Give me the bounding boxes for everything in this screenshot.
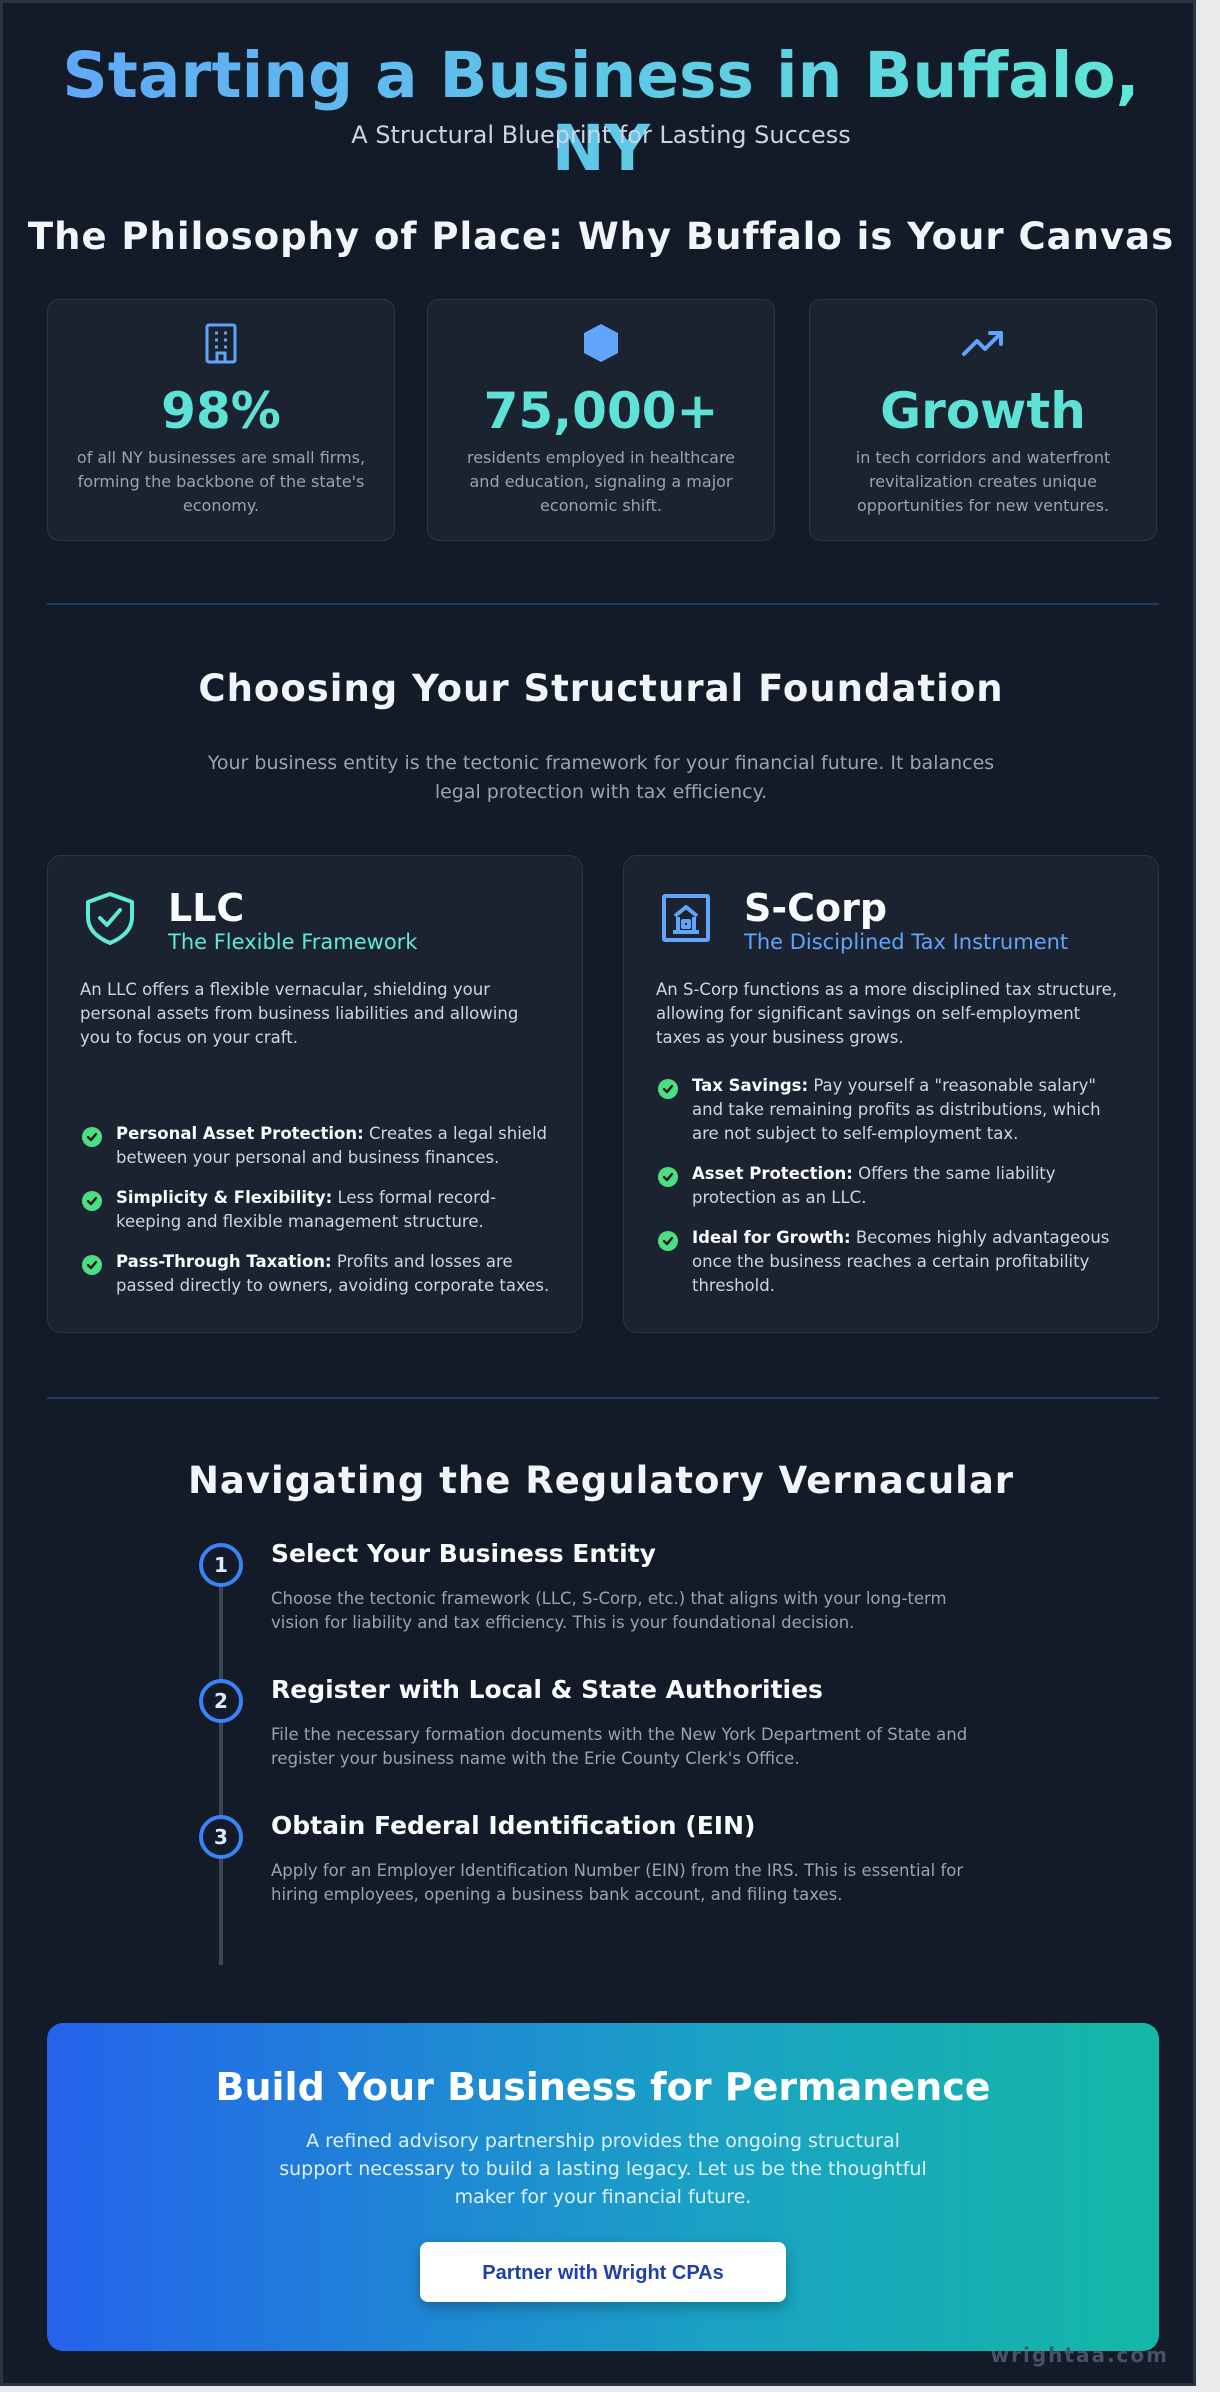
stat-description: in tech corridors and waterfront revital…: [855, 448, 1111, 515]
llc-card: LLC The Flexible Framework An LLC offers…: [47, 855, 583, 1333]
stat-description: of all NY businesses are small firms, fo…: [76, 448, 366, 515]
step-description: File the necessary formation documents w…: [271, 1725, 968, 1768]
step-title: Obtain Federal Identification (EIN): [271, 1811, 756, 1840]
step-title: Select Your Business Entity: [271, 1539, 656, 1568]
foundation-heading: Choosing Your Structural Foundation: [198, 667, 1004, 710]
stat-value: Growth: [880, 382, 1086, 440]
section-divider: [47, 603, 1159, 605]
foundation-intro: Your business entity is the tectonic fra…: [207, 752, 995, 803]
entity-tagline: The Disciplined Tax Instrument: [744, 930, 1069, 954]
timeline-line: [219, 1563, 223, 1965]
cta-banner: Build Your Business for Permanence A ref…: [47, 2023, 1159, 2351]
list-item: Simplicity & Flexibility: Less formal re…: [80, 1186, 552, 1234]
stat-description: residents employed in healthcare and edu…: [466, 448, 736, 515]
stat-card-healthcare: 75,000+ residents employed in healthcare…: [427, 299, 775, 541]
benefit-label: Personal Asset Protection:: [116, 1124, 364, 1143]
partner-button[interactable]: Partner with Wright CPAs: [420, 2242, 786, 2302]
benefit-text: Profits and losses are passed directly t…: [116, 1252, 550, 1295]
step-description: Choose the tectonic framework (LLC, S-Co…: [271, 1589, 947, 1632]
list-item: Asset Protection: Offers the same liabil…: [656, 1162, 1128, 1210]
step-number: 3: [199, 1815, 243, 1859]
benefit-text: Pay yourself a "reasonable salary" and t…: [692, 1076, 1101, 1143]
list-item: Personal Asset Protection: Creates a leg…: [80, 1122, 552, 1170]
step-description: Apply for an Employer Identification Num…: [271, 1861, 964, 1904]
scorp-benefits-list: Tax Savings: Pay yourself a "reasonable …: [656, 1074, 1128, 1314]
stat-card-small-firms: 98% of all NY businesses are small firms…: [47, 299, 395, 541]
cta-description: A refined advisory partnership provides …: [279, 2130, 927, 2208]
watermark: wrightaa.com: [990, 2343, 1169, 2367]
list-item: Tax Savings: Pay yourself a "reasonable …: [656, 1074, 1128, 1146]
stat-value: 98%: [161, 382, 281, 440]
list-item: Pass-Through Taxation: Profits and losse…: [80, 1250, 552, 1298]
page-title: Starting a Business in Buffalo, NY: [3, 39, 1199, 185]
benefit-label: Tax Savings:: [692, 1076, 809, 1095]
check-circle-icon: [658, 1079, 678, 1099]
benefit-text: Less formal record-keeping and flexible …: [116, 1188, 497, 1231]
benefit-label: Ideal for Growth:: [692, 1228, 851, 1247]
trending-up-icon: [810, 322, 1156, 364]
stat-card-growth: Growth in tech corridors and waterfront …: [809, 299, 1157, 541]
benefit-text: Creates a legal shield between your pers…: [116, 1124, 548, 1167]
scorp-card: S-Corp The Disciplined Tax Instrument An…: [623, 855, 1159, 1333]
benefit-label: Asset Protection:: [692, 1164, 853, 1183]
entity-description: An S-Corp functions as a more discipline…: [656, 980, 1118, 1047]
section-divider: [47, 1397, 1159, 1399]
regulatory-heading: Navigating the Regulatory Vernacular: [187, 1459, 1015, 1502]
hexagon-icon: [428, 322, 774, 364]
benefit-label: Pass-Through Taxation:: [116, 1252, 332, 1271]
check-circle-icon: [82, 1191, 102, 1211]
building-icon: [48, 322, 394, 364]
benefit-text: Offers the same liability protection as …: [692, 1164, 1056, 1207]
entity-name: LLC: [168, 886, 245, 930]
step-title: Register with Local & State Authorities: [271, 1675, 823, 1704]
check-circle-icon: [658, 1231, 678, 1251]
cta-title: Build Your Business for Permanence: [215, 2065, 991, 2109]
building-columns-icon: [658, 890, 714, 946]
stat-value: 75,000+: [483, 382, 719, 440]
check-circle-icon: [82, 1127, 102, 1147]
page: Starting a Business in Buffalo, NY A Str…: [0, 0, 1196, 2386]
shield-check-icon: [82, 890, 138, 946]
entity-tagline: The Flexible Framework: [168, 930, 418, 954]
list-item: Ideal for Growth: Becomes highly advanta…: [656, 1226, 1128, 1298]
step-number: 1: [199, 1543, 243, 1587]
step-number: 2: [199, 1679, 243, 1723]
page-subtitle: A Structural Blueprint for Lasting Succe…: [351, 121, 851, 149]
benefit-label: Simplicity & Flexibility:: [116, 1188, 333, 1207]
entity-description: An LLC offers a flexible vernacular, shi…: [80, 980, 519, 1047]
philosophy-heading: The Philosophy of Place: Why Buffalo is …: [27, 215, 1175, 258]
llc-benefits-list: Personal Asset Protection: Creates a leg…: [80, 1122, 552, 1314]
benefit-text: Becomes highly advantageous once the bus…: [692, 1228, 1110, 1295]
check-circle-icon: [658, 1167, 678, 1187]
entity-name: S-Corp: [744, 886, 888, 930]
check-circle-icon: [82, 1255, 102, 1275]
